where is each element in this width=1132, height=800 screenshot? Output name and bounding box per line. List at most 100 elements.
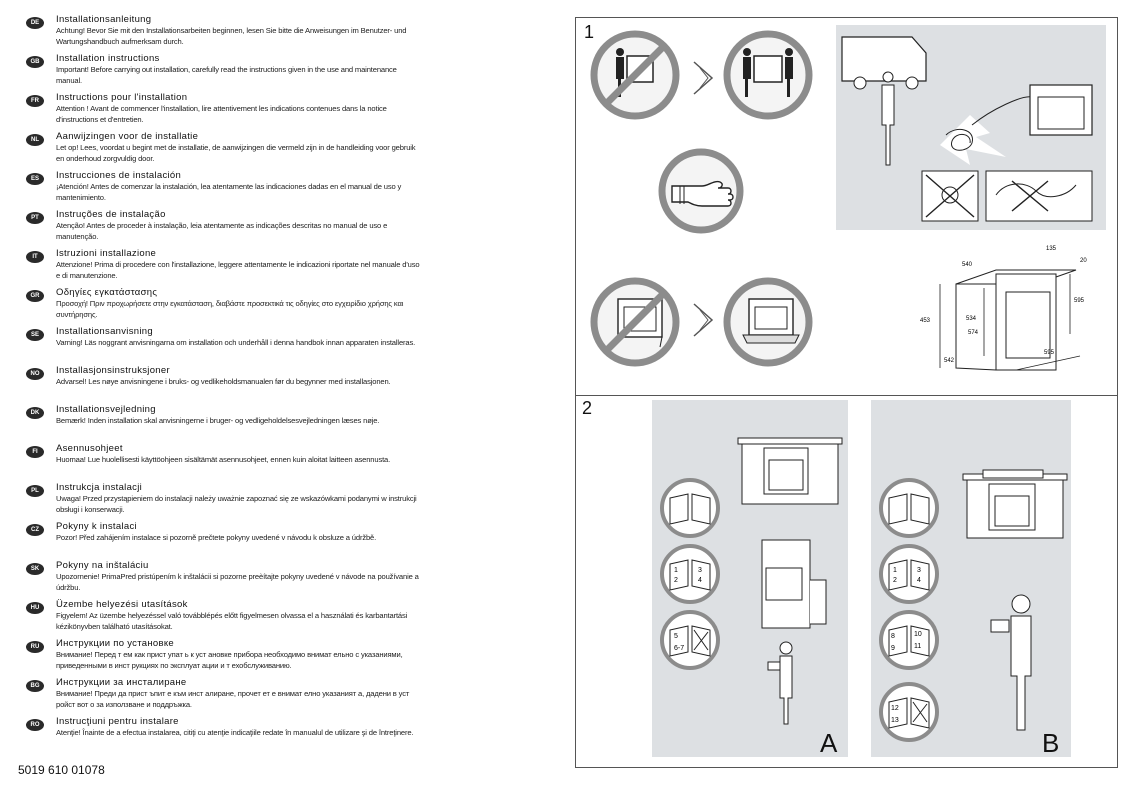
lang-badge: SE [26,329,44,341]
lang-text: Attention ! Avant de commencer l'install… [56,104,387,124]
dim-20: 20 [1080,258,1087,264]
lang-text: Atenção! Antes de proceder à instalação,… [56,221,388,241]
oven-on-support-icon [723,277,813,367]
lang-badge: RU [26,641,44,653]
lang-title: Installationsanvisning [56,326,153,337]
no-oven-on-floor-icon [590,277,680,367]
lang-title: Pokyny na inštaláciu [56,560,149,571]
lang-text: Προσοχή! Πριν προχωρήσετε στην εγκατάστα… [56,299,404,319]
delivery-illustration [841,36,1093,222]
lang-badge: SK [26,563,44,575]
book-page-label: 6-7 [674,645,684,652]
book-page-label: 1 [674,567,678,574]
book-page-label: 13 [891,717,899,724]
lang-badge: PT [26,212,44,224]
lang-title: Installationsvejledning [56,404,156,415]
lang-badge: IT [26,251,44,263]
document-number: 5019 610 01078 [18,763,105,777]
lang-text: Let op! Lees, voordat u begint met de in… [56,143,416,163]
lang-text: Advarsel! Les nøye anvisningene i bruks-… [56,377,391,386]
book-page-label: 2 [674,577,678,584]
book-page-label: 9 [891,645,895,652]
dim-595-width: 595 [1044,350,1055,356]
lang-badge: HU [26,602,44,614]
dimension-drawing: 135 20 540 595 453 534 574 542 595 [920,246,1087,371]
book-page-label: 3 [698,567,702,574]
lang-text: Pozor! Před zahájením instalace si pozor… [56,533,377,542]
lang-title: Istruzioni installazione [56,248,157,259]
lang-text: Varning! Läs noggrant anvisningarna om i… [56,338,416,347]
lang-title: Üzembe helyezési utasítások [56,599,188,610]
panel-a-illustration: 1 2 3 4 5 6-7 [660,437,843,725]
lang-text: Atenţie! Înainte de a efectua instalarea… [56,728,414,737]
book-page-label: 2 [893,577,897,584]
lang-badge: FI [26,446,44,458]
book-page-label: 1 [893,567,897,574]
book-page-label: 3 [917,567,921,574]
lang-title: Οδηγίες εγκατάστασης [56,287,158,298]
lang-badge: GB [26,56,44,68]
book-page-label: 12 [891,705,899,712]
no-single-person-lift-icon [590,30,680,120]
lang-badge: NO [26,368,44,380]
illustration-frame [575,17,1118,768]
lang-title: Installationsanleitung [56,14,152,25]
dim-135: 135 [1046,246,1057,252]
lang-badge: CZ [26,524,44,536]
book-page-label: 4 [917,577,921,584]
panel-a-letter: A [820,728,838,758]
lang-text: Huomaa! Lue huolellisesti käyttöohjeen s… [56,455,391,464]
lang-text: Figyelem! Az üzembe helyezéssel való tov… [56,611,408,631]
lang-text: Uwaga! Przed przystąpieniem do instalacj… [56,494,417,514]
book-page-label: 5 [674,633,678,640]
arrow-right-icon [693,61,714,95]
lang-badge: RO [26,719,44,731]
section-2-number: 2 [582,398,593,418]
lang-entry: ES Instrucciones de instalación¡Atención!… [26,170,421,209]
lang-badge: DE [26,17,44,29]
dim-542: 542 [944,358,955,364]
lang-badge: DK [26,407,44,419]
lang-badge: NL [26,134,44,146]
lang-title: Pokyny k instalaci [56,521,137,532]
lang-title: Aanwijzingen voor de installatie [56,131,199,142]
dim-540: 540 [962,262,973,268]
lang-badge: GR [26,290,44,302]
arrow-right-icon [693,303,714,337]
lang-text: Внимание! Преди да прист ъпит е към инст… [56,689,410,709]
lang-text: Upozornenie! PrimaPred pristúpením k inš… [56,572,419,592]
lang-text: Important! Before carrying out installat… [56,65,397,85]
lang-title: Installation instructions [56,53,160,64]
book-page-label: 4 [698,577,702,584]
lang-title: Инструкции за инсталиране [56,677,187,688]
protective-glove-icon [658,148,744,234]
lang-title: Instrukcja instalacji [56,482,143,493]
book-page-label: 8 [891,633,895,640]
dim-574: 574 [968,330,979,336]
panel-b-letter: B [1042,728,1060,758]
lang-title: Instruções de instalação [56,209,166,220]
lang-title: Installasjonsinstruksjoner [56,365,170,376]
lang-title: Инструкции по установке [56,638,174,649]
lang-title: Instrucţiuni pentru instalare [56,716,179,727]
lang-text: ¡Atención! Antes de comenzar la instalac… [56,182,402,202]
book-page-label: 10 [914,631,922,638]
dim-595-height: 595 [1074,298,1085,304]
lang-text: Achtung! Bevor Sie mit den Installations… [56,26,407,46]
lang-title: Instrucciones de instalación [56,170,182,181]
dim-453: 453 [920,318,931,324]
lang-text: Attenzione! Prima di procedere con l'ins… [56,260,420,280]
two-person-lift-icon [723,30,813,120]
lang-badge: ES [26,173,44,185]
